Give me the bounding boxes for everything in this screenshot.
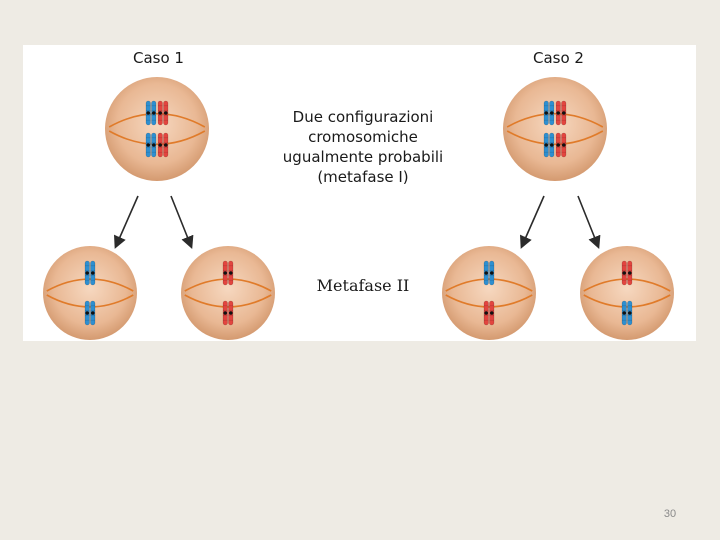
meiosis-figure: Caso 1 Caso 2 Due configurazioni cromoso… bbox=[23, 45, 696, 341]
case-1-metaphase-2-cell-right bbox=[181, 246, 275, 340]
cell-body bbox=[43, 246, 137, 340]
spindle-fiber bbox=[583, 278, 671, 292]
case-1-label: Caso 1 bbox=[133, 49, 184, 67]
chromosome bbox=[483, 300, 495, 326]
case-2-metaphase-2-cell-right bbox=[580, 246, 674, 340]
caption-line: Due configurazioni bbox=[292, 108, 434, 126]
chromosome bbox=[543, 132, 555, 158]
chromosome bbox=[543, 100, 555, 126]
chromosome bbox=[222, 300, 234, 326]
chromosome bbox=[555, 100, 567, 126]
chromosome bbox=[483, 260, 495, 286]
meiosis-diagram bbox=[43, 77, 674, 340]
case-1-metaphase-1-cell bbox=[105, 77, 209, 181]
chromosome bbox=[84, 300, 96, 326]
case-1-metaphase-2-cell-left bbox=[43, 246, 137, 340]
spindle-fiber bbox=[184, 294, 272, 308]
spindle-fiber bbox=[583, 294, 671, 308]
configurations-caption: Due configurazioni cromosomiche ugualmen… bbox=[251, 107, 475, 187]
spindle-fiber bbox=[108, 113, 206, 128]
cell-body bbox=[105, 77, 209, 181]
spindle-fiber bbox=[506, 113, 604, 128]
caption-line: ugualmente probabili bbox=[282, 148, 444, 166]
chromosome bbox=[621, 260, 633, 286]
chromosome bbox=[621, 300, 633, 326]
cell-body bbox=[503, 77, 607, 181]
chromosome bbox=[157, 132, 169, 158]
arrow bbox=[114, 195, 139, 249]
chromosome bbox=[157, 100, 169, 126]
chromosome bbox=[145, 100, 157, 126]
spindle-fiber bbox=[445, 294, 533, 308]
arrow bbox=[577, 195, 601, 249]
case-2-metaphase-2-cell-left bbox=[442, 246, 536, 340]
case-2-metaphase-1-cell bbox=[503, 77, 607, 181]
chromosome bbox=[555, 132, 567, 158]
chromosome bbox=[222, 260, 234, 286]
spindle-fiber bbox=[108, 130, 206, 145]
spindle-fiber bbox=[445, 278, 533, 292]
metaphase-2-label: Metafase II bbox=[316, 276, 410, 295]
spindle-fiber bbox=[46, 278, 134, 292]
arrow bbox=[520, 195, 545, 249]
slide-number: 30 bbox=[663, 508, 677, 520]
chromosome bbox=[84, 260, 96, 286]
cell-body bbox=[181, 246, 275, 340]
arrow bbox=[170, 195, 194, 249]
caption-line: (metafase I) bbox=[317, 168, 409, 186]
cell-body bbox=[442, 246, 536, 340]
caption-line: cromosomiche bbox=[308, 128, 418, 146]
chromosome bbox=[145, 132, 157, 158]
spindle-fiber bbox=[506, 130, 604, 145]
cell-body bbox=[580, 246, 674, 340]
spindle-fiber bbox=[184, 278, 272, 292]
spindle-fiber bbox=[46, 294, 134, 308]
case-2-label: Caso 2 bbox=[533, 49, 584, 67]
